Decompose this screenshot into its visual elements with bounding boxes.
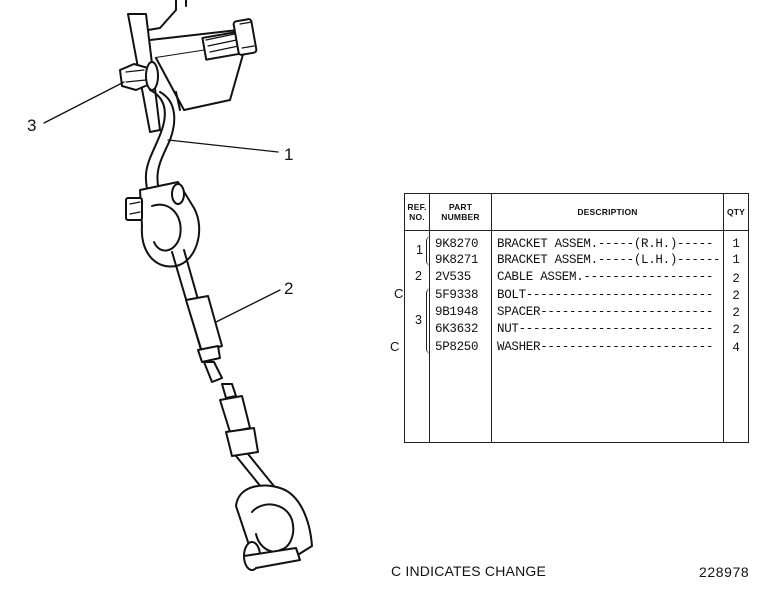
table-row-part: 6K3632 — [435, 322, 479, 336]
bolt-and-spacer — [201, 18, 258, 61]
brace — [426, 288, 431, 354]
table-row-desc: BRACKET ASSEM.-----(R.H.)----- — [497, 237, 714, 251]
column-divider — [723, 194, 724, 442]
brace — [426, 236, 431, 266]
callout-3: 3 — [27, 116, 37, 135]
ref-label-3: 3 — [415, 313, 422, 327]
table-row-part: 9K8270 — [435, 237, 479, 251]
leader-lines — [43, 81, 281, 323]
nut-and-washer — [119, 61, 159, 91]
header-ref-no: REF. NO. — [407, 202, 427, 222]
table-row-qty: 2 — [732, 272, 740, 286]
drawing-number: 228978 — [699, 564, 750, 580]
lower-shackle — [235, 484, 313, 571]
change-legend: C INDICATES CHANGE — [391, 563, 547, 579]
change-mark-bolt: C — [394, 286, 404, 301]
table-row-part: 5P8250 — [435, 340, 479, 354]
table-row-qty: 1 — [732, 253, 740, 267]
cable-upper — [171, 249, 223, 383]
column-divider — [491, 194, 492, 442]
table-row-qty: 4 — [732, 341, 740, 355]
table-row-desc: BOLT-------------------------- — [497, 288, 714, 302]
change-mark-washer: C — [390, 339, 400, 354]
table-row-part: 5F9338 — [435, 288, 479, 302]
table-row-qty: 2 — [732, 306, 740, 320]
ref-label-1: 1 — [416, 243, 423, 257]
cable-lower — [219, 383, 283, 499]
header-description: DESCRIPTION — [577, 207, 638, 217]
header-qty: QTY — [726, 207, 746, 217]
table-row-part: 9B1948 — [435, 305, 479, 319]
header-divider — [405, 230, 748, 231]
callout-2: 2 — [284, 279, 294, 298]
parts-list-table: REF. NO. PART NUMBER DESCRIPTION QTY 1 2… — [404, 193, 749, 443]
table-row-part: 9K8271 — [435, 253, 479, 267]
column-divider — [429, 194, 430, 442]
table-row-desc: WASHER------------------------ — [497, 340, 714, 354]
upper-shackle — [125, 181, 201, 268]
table-row-desc: SPACER------------------------ — [497, 305, 714, 319]
header-part-number: PART NUMBER — [441, 202, 480, 222]
table-row-desc: NUT--------------------------- — [497, 322, 714, 336]
table-row-part: 2V535 — [435, 270, 472, 284]
table-row-desc: BRACKET ASSEM.-----(L.H.)------ — [497, 253, 721, 267]
table-row-qty: 1 — [732, 237, 740, 251]
ref-label-2: 2 — [415, 269, 422, 283]
table-row-desc: CABLE ASSEM.------------------ — [497, 270, 714, 284]
table-row-qty: 2 — [732, 323, 740, 337]
mounting-plate — [127, 0, 247, 133]
callout-1: 1 — [284, 145, 294, 164]
table-row-qty: 2 — [732, 289, 740, 303]
